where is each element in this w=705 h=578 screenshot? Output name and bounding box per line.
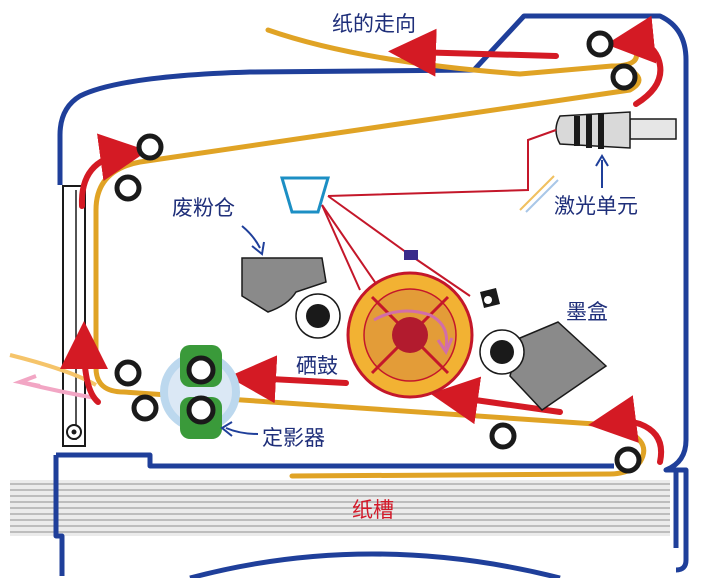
toner-cartridge-label: 墨盒 — [566, 300, 608, 324]
waste-toner-label: 废粉仓 — [172, 196, 235, 220]
roller-bottom-left-1 — [114, 359, 142, 387]
laser-pointer-arrow — [595, 154, 609, 188]
roller-top-right-1 — [586, 30, 614, 58]
left-guide-lever — [62, 185, 86, 447]
drum-label: 硒鼓 — [296, 354, 338, 378]
laser-mirror — [519, 175, 555, 211]
fuser-arrowhead — [220, 421, 233, 437]
waste-toner-bin — [241, 257, 341, 339]
laser-beam — [321, 129, 557, 337]
paper-tray-stack — [10, 480, 670, 536]
roller-top-left-2 — [114, 174, 142, 202]
drum-assembly — [346, 271, 474, 399]
toner-cartridge — [479, 288, 608, 411]
laser-mirror-2 — [525, 179, 559, 213]
roller-top-right-2 — [610, 63, 638, 91]
paper-tray-label: 纸槽 — [352, 498, 394, 522]
laser-unit-label: 激光单元 — [554, 194, 638, 218]
waste-bin-arrow — [241, 225, 261, 249]
waste-bin-arrowhead — [251, 241, 265, 256]
laser-unit — [555, 111, 677, 149]
paper-direction-label: 纸的走向 — [332, 12, 416, 36]
roller-set — [114, 30, 642, 474]
roller-bottom-left-2 — [131, 394, 159, 422]
polygon-mirror — [279, 176, 331, 214]
roller-top-left-1 — [136, 133, 164, 161]
roller-bottom-right — [614, 446, 642, 474]
roller-bottom-mid — [489, 422, 517, 450]
printer-housing — [53, 13, 689, 578]
fuser-arrow — [225, 427, 259, 435]
fuser-unit — [160, 345, 240, 439]
charge-blade — [404, 250, 418, 260]
pink-arrow-head — [12, 374, 41, 388]
fuser-label: 定影器 — [262, 426, 325, 450]
